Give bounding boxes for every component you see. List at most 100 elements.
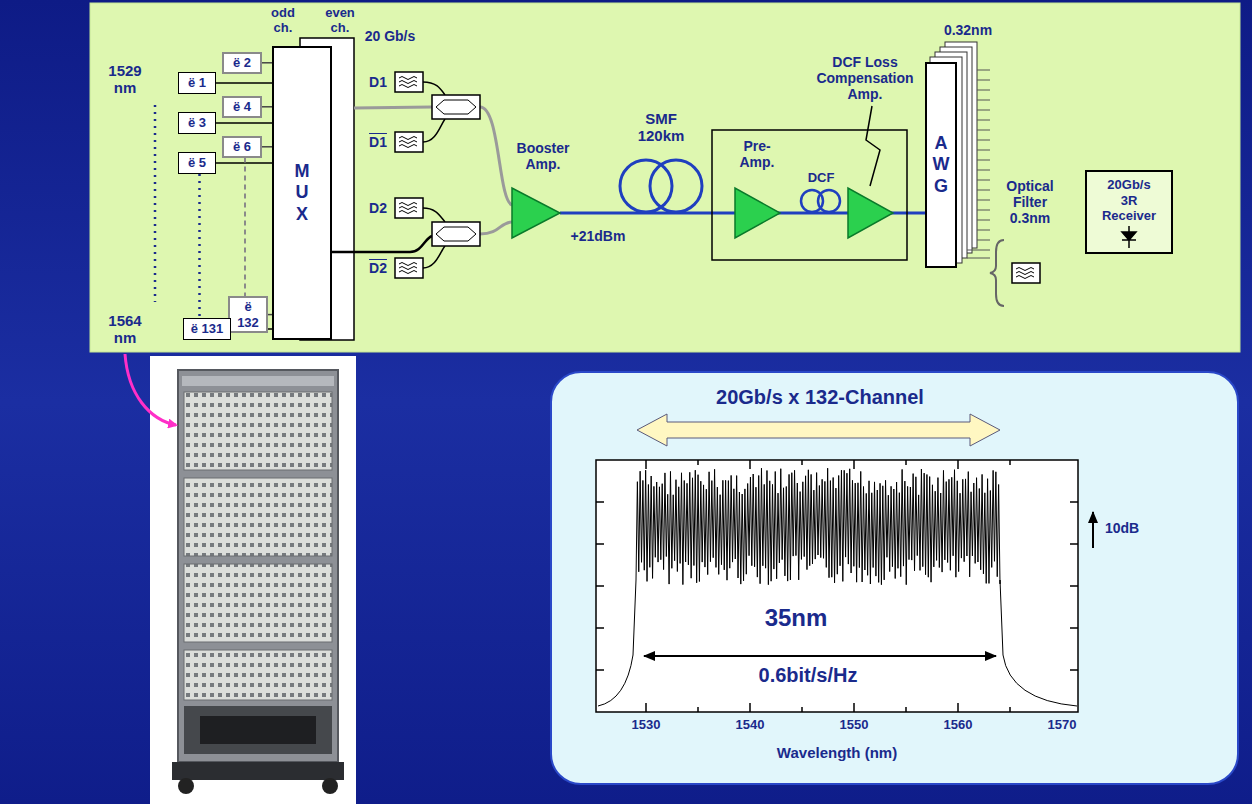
axis-tick	[905, 460, 907, 465]
filter-icon	[395, 72, 423, 92]
power-label: +21dBm	[571, 228, 626, 244]
node-text: ë 3	[188, 115, 206, 131]
tick-label: 1550	[840, 718, 869, 733]
node-text: M U X	[295, 161, 310, 226]
axis-tick	[801, 707, 803, 712]
photodiode-symbol	[1119, 226, 1139, 248]
pointer-arrow	[125, 354, 176, 425]
axis-tick	[1070, 627, 1078, 629]
spectrum-panel	[637, 414, 1000, 446]
pointer-arrow	[125, 354, 176, 425]
filter-icon	[395, 132, 423, 152]
equipment-rack	[184, 706, 332, 754]
axis-tick	[957, 460, 959, 469]
amplifier-triangle	[735, 188, 780, 238]
fiber-connector	[198, 174, 201, 318]
axis-tick	[697, 707, 699, 712]
equipment-rack	[150, 356, 356, 804]
node-text: ë 6	[233, 139, 251, 155]
amplifier-triangle	[512, 188, 560, 238]
filter-icon	[395, 258, 423, 278]
channel-range-dots	[154, 105, 157, 302]
multiplexer-box: M U X	[272, 46, 332, 340]
leader-line	[866, 106, 880, 186]
signal-name: D2	[369, 200, 387, 216]
part-name: Optical Filter 0.3nm	[1006, 178, 1053, 226]
axis-tick	[1070, 543, 1078, 545]
part-name: Pre-Amp.	[740, 138, 775, 170]
wavelength-label: 1564 nm	[108, 312, 141, 347]
fiber-connector	[216, 82, 272, 84]
axis-tick	[596, 460, 1078, 712]
signal-name: D2	[369, 260, 387, 276]
laser-source-box: ë 132	[228, 296, 268, 333]
modulator-icon	[432, 95, 480, 119]
awg-output-stack	[967, 70, 990, 258]
equipment-rack	[184, 650, 332, 700]
node-text: ë 5	[188, 155, 206, 171]
filter-icon	[395, 72, 423, 278]
spectrum-panel	[551, 372, 1238, 784]
tick-label: 1560	[944, 718, 973, 733]
axis-tick	[697, 460, 699, 465]
channel-label: even ch.	[325, 6, 355, 36]
part-name: Booster Amp.	[517, 140, 570, 172]
tick-label: 1540	[736, 718, 765, 733]
system-panel	[90, 3, 1240, 352]
equipment-rack	[184, 564, 332, 642]
fiber-coil	[650, 160, 702, 212]
leader-line	[866, 106, 880, 186]
signal-name: D1	[369, 74, 387, 90]
modulator-wiring	[423, 208, 445, 222]
fiber-connector	[244, 158, 246, 296]
tick-label: 1570	[1048, 718, 1077, 733]
equipment-rack	[184, 478, 332, 556]
axis-tick	[596, 627, 604, 629]
node-text: 20Gb/s 3R Receiver	[1102, 177, 1156, 224]
fiber-connector	[216, 122, 272, 124]
spacing-label: 0.32nm	[944, 22, 992, 38]
fiber-connector	[262, 146, 272, 148]
equipment-rack	[184, 392, 332, 470]
axis-tick	[645, 460, 647, 469]
axis-tick	[801, 460, 803, 465]
node-text: ë 4	[233, 99, 251, 115]
equipment-rack	[322, 778, 338, 794]
fiber-connector	[262, 106, 272, 108]
axis-tick	[596, 543, 604, 545]
axis-tick	[1070, 669, 1078, 671]
chart-title: 20Gb/s x 132-Channel	[716, 386, 924, 409]
part-name: SMF 120km	[638, 110, 685, 145]
laser-source-box: ë 3	[178, 112, 216, 134]
modulator-icon	[432, 222, 480, 246]
modulator-wiring	[332, 236, 432, 252]
receiver-unit-outline	[712, 130, 907, 260]
modulator-icon	[432, 95, 480, 246]
optical-filter-icon	[1012, 263, 1040, 283]
axis-tick	[749, 703, 751, 712]
part-name: DCF Loss Compensation Amp.	[809, 54, 921, 102]
spectrum-panel	[1092, 512, 1094, 548]
equipment-rack	[178, 370, 338, 762]
filter-icon	[395, 198, 423, 218]
channel-range-dots	[155, 105, 156, 302]
laser-source-box: ë 5	[178, 152, 216, 174]
laser-source-box: ë 4	[222, 96, 262, 118]
receiver-unit-outline	[712, 130, 907, 260]
node-text: ë 1	[188, 75, 206, 91]
equipment-rack	[150, 356, 356, 804]
wavelength-label: 1529 nm	[108, 62, 141, 97]
laser-source-box: ë 6	[222, 136, 262, 158]
node-text: ë 131	[191, 321, 224, 337]
axis-tick	[905, 707, 907, 712]
axis-tick	[1070, 585, 1078, 587]
equipment-rack	[200, 716, 316, 744]
modulator-wiring	[480, 107, 512, 205]
part-name: DCF	[808, 171, 835, 186]
laser-source-box: ë 1	[178, 72, 216, 94]
scale-label: 10dB	[1105, 520, 1139, 536]
spectrum-trace	[598, 468, 1077, 706]
fiber-coil	[620, 160, 840, 212]
axis-tick	[1009, 460, 1011, 465]
signal-name: D1	[369, 134, 387, 150]
